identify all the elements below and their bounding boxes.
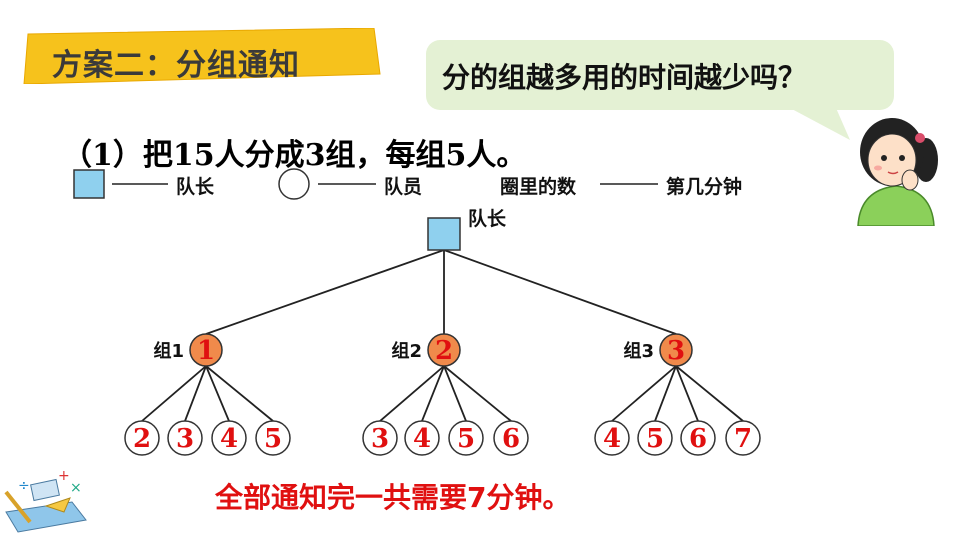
group-to-member-line xyxy=(205,365,274,422)
member-circle xyxy=(211,420,247,456)
member-circle xyxy=(167,420,203,456)
group-to-member-line xyxy=(184,365,207,422)
root-to-group-line xyxy=(443,249,677,335)
group-to-member-line xyxy=(611,365,677,422)
group-to-member-line xyxy=(443,365,467,422)
member-number: 5 xyxy=(264,424,282,454)
group-to-member-line xyxy=(443,365,512,422)
group-label: 组3 xyxy=(623,340,654,362)
svg-text:×: × xyxy=(70,480,82,496)
root-leader-label: 队长 xyxy=(468,207,507,230)
member-number: 6 xyxy=(502,424,520,454)
legend-leader-square xyxy=(73,169,105,199)
member-circle xyxy=(362,420,398,456)
speech-bubble xyxy=(426,40,894,110)
member-number: 4 xyxy=(413,424,431,454)
group-to-member-line xyxy=(205,365,230,422)
legend-minute-label: 第几分钟 xyxy=(666,176,743,198)
member-number: 4 xyxy=(220,424,238,454)
group-to-member-line xyxy=(675,365,744,422)
speech-bubble-text: 分的组越多用的时间越少吗？ xyxy=(442,61,807,94)
conclusion-text: 全部通知完一共需要7分钟。 xyxy=(215,481,571,514)
legend-member-label: 队员 xyxy=(384,176,423,198)
group-label: 组2 xyxy=(391,340,422,362)
member-circle xyxy=(680,420,716,456)
group-leader-circle xyxy=(659,333,693,367)
member-number: 4 xyxy=(603,424,621,454)
svg-text:+: + xyxy=(58,468,70,484)
group-leader-number: 3 xyxy=(667,336,685,366)
group-leader-number: 2 xyxy=(435,336,453,366)
member-number: 3 xyxy=(176,424,194,454)
member-circle xyxy=(448,420,484,456)
group-to-member-line xyxy=(141,365,207,422)
group-label: 组1 xyxy=(153,340,184,362)
group-to-member-line xyxy=(379,365,445,422)
member-number: 2 xyxy=(133,424,151,454)
root-to-group-line xyxy=(205,249,445,335)
legend-member-circle xyxy=(278,168,310,200)
root-leader-square xyxy=(427,217,461,251)
member-number: 5 xyxy=(457,424,475,454)
member-circle xyxy=(493,420,529,456)
member-number: 6 xyxy=(689,424,707,454)
girl-thinking-illustration xyxy=(857,118,938,226)
member-number: 3 xyxy=(371,424,389,454)
member-number: 5 xyxy=(646,424,664,454)
title-banner xyxy=(22,28,382,84)
member-circle xyxy=(637,420,673,456)
member-circle xyxy=(725,420,761,456)
member-circle xyxy=(255,420,291,456)
group-to-member-line xyxy=(675,365,699,422)
page-title: 方案二：分组通知 xyxy=(52,48,300,83)
group-to-member-line xyxy=(654,365,677,422)
problem-statement: （1）把15人分成3组，每组5人。 xyxy=(62,138,527,173)
svg-text:÷: ÷ xyxy=(18,478,30,494)
member-circle xyxy=(594,420,630,456)
legend-circle-number-label: 圈里的数 xyxy=(500,176,577,198)
member-number: 7 xyxy=(734,424,752,454)
member-circle xyxy=(404,420,440,456)
member-circle xyxy=(124,420,160,456)
group-leader-circle xyxy=(189,333,223,367)
group-leader-circle xyxy=(427,333,461,367)
legend-leader-label: 队长 xyxy=(176,176,215,198)
group-to-member-line xyxy=(421,365,445,422)
group-leader-number: 1 xyxy=(197,336,215,366)
stationery-icon: + × ÷ xyxy=(4,468,87,533)
